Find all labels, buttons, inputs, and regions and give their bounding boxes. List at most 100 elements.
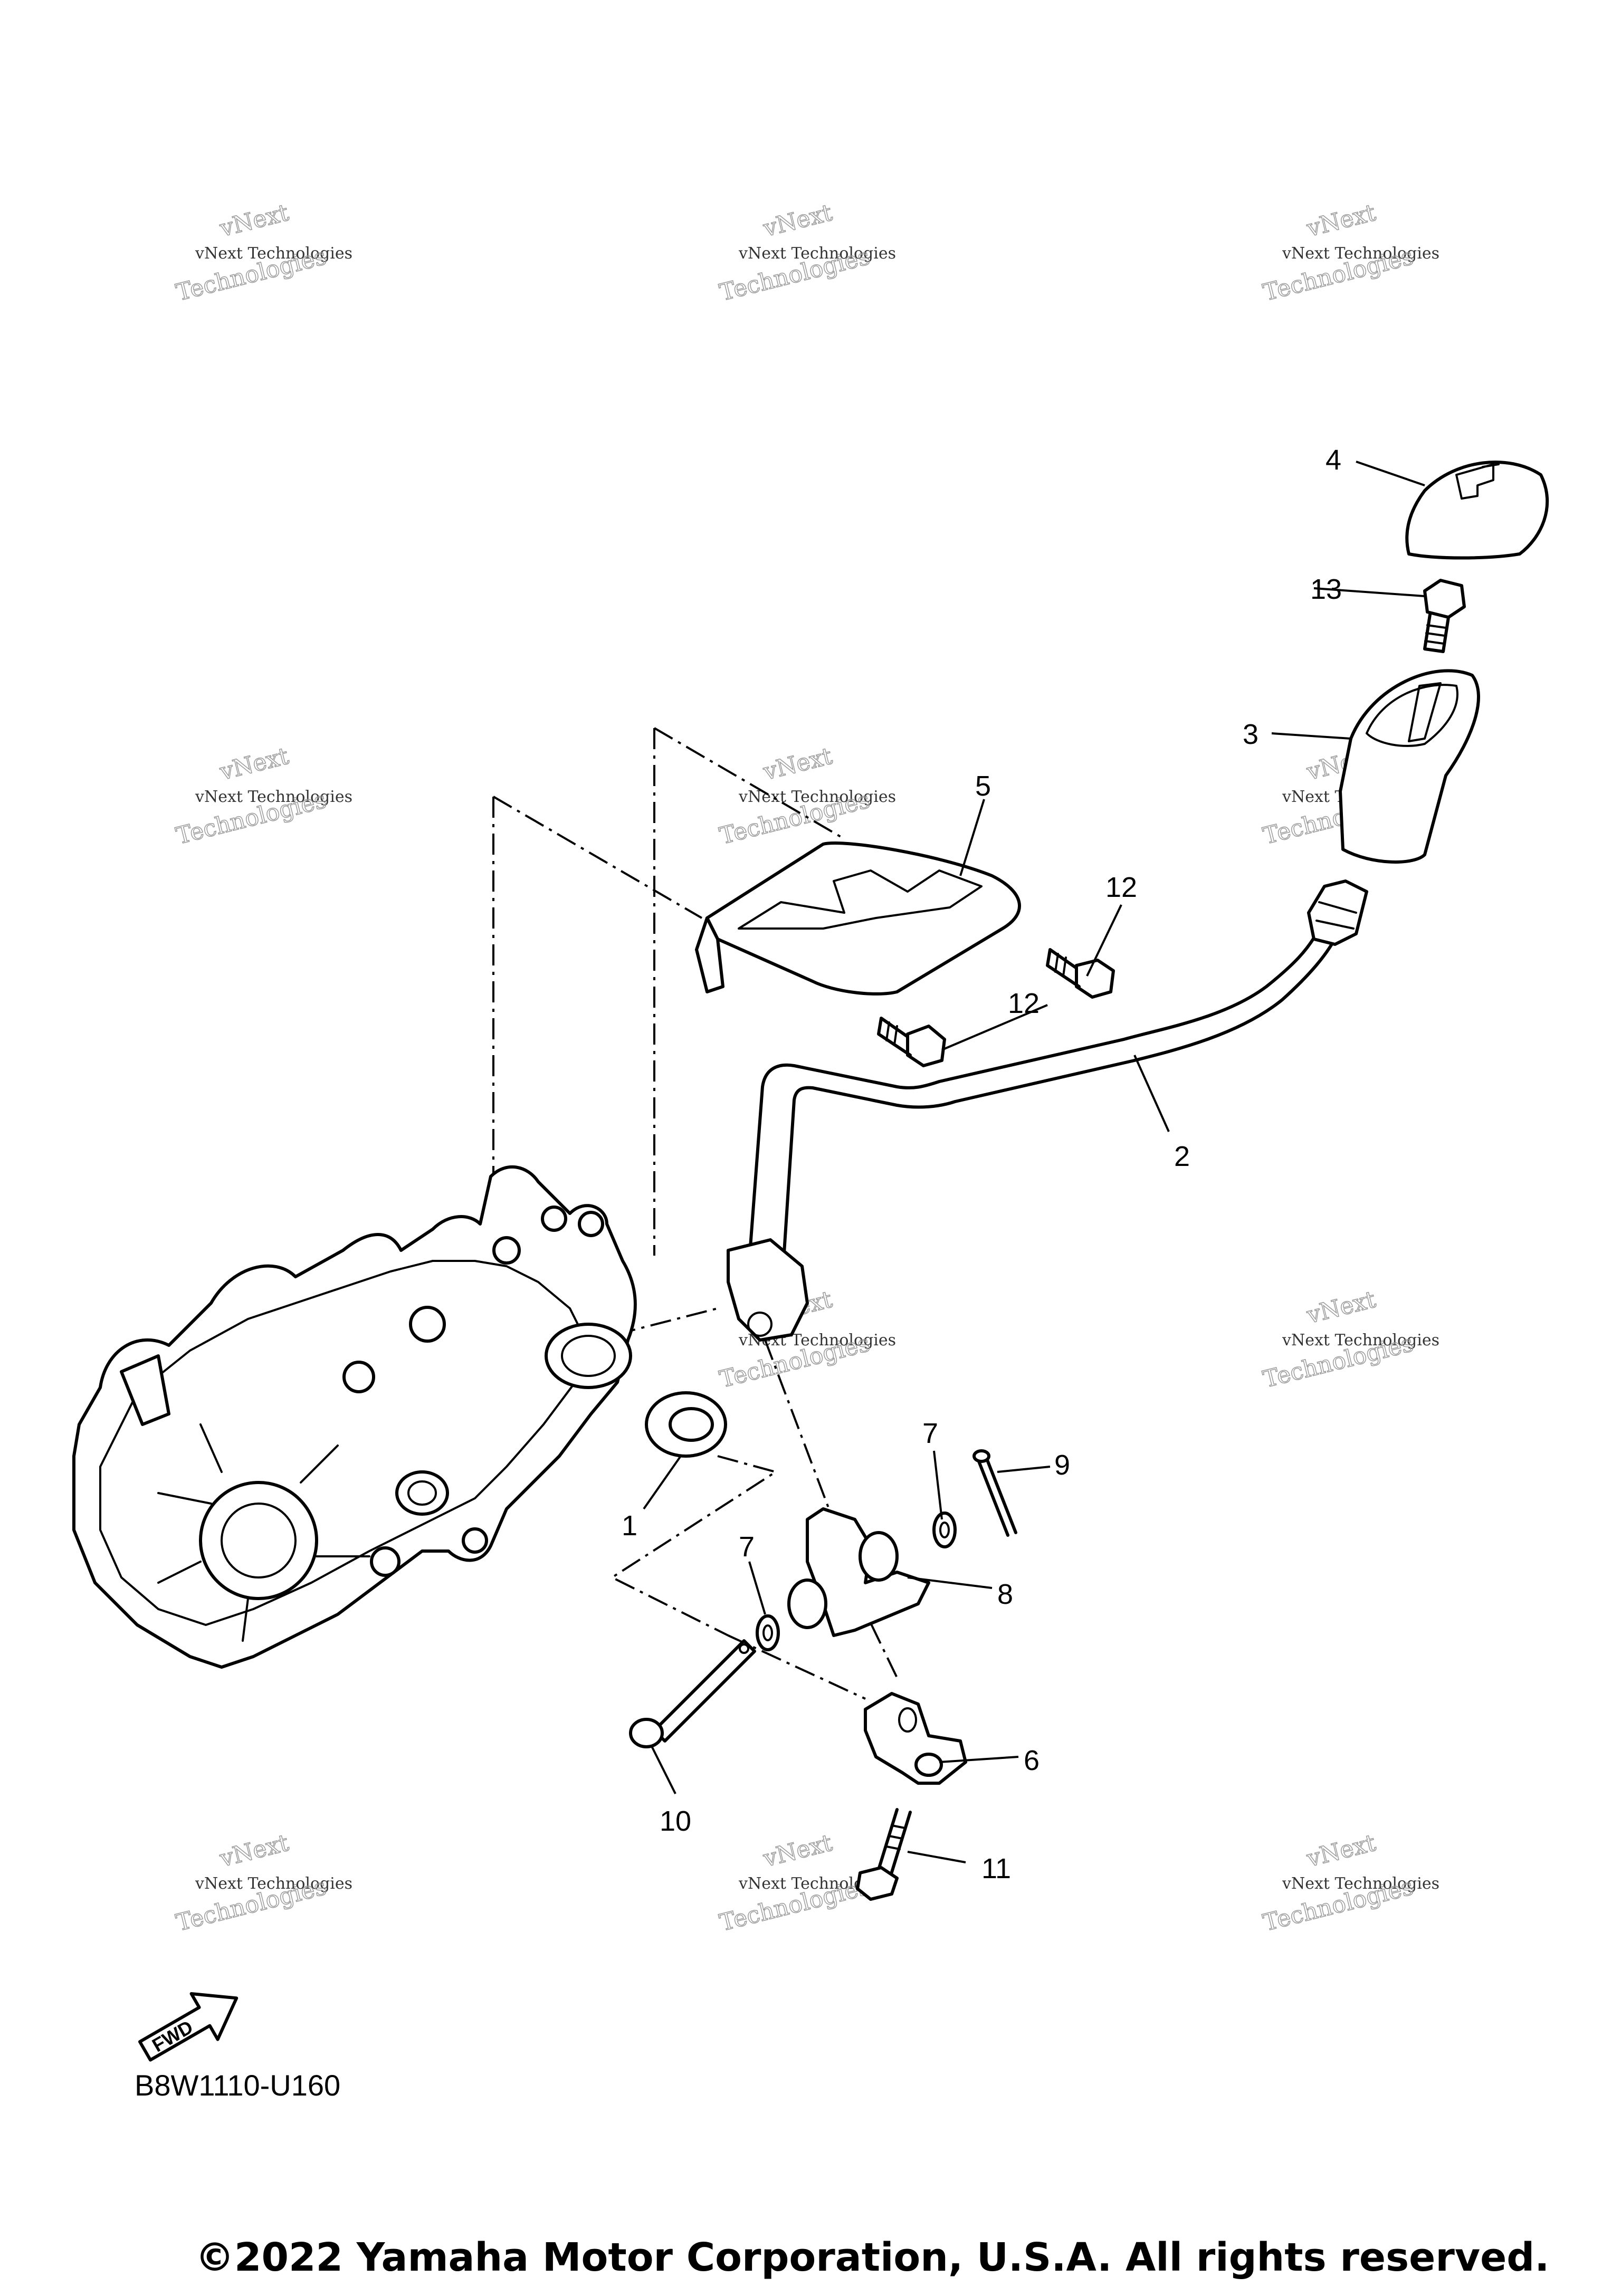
watermark-text: vNext (760, 743, 835, 786)
shaft-hole (561, 1335, 616, 1377)
watermark-text: vNext Technologies (738, 244, 896, 263)
shift-rod-clevis-hole (747, 1312, 773, 1337)
clevis-pin-head (629, 1718, 664, 1748)
watermark: vNext vNext Technologies Technologies (173, 199, 352, 307)
diagram-code: B8W1110-U160 (135, 2069, 341, 2102)
flange-bolt (1046, 948, 1115, 999)
callout-13: 13 (1310, 573, 1342, 605)
watermark-text: vNext Technologies (195, 788, 352, 806)
watermark-text: vNext (760, 199, 835, 243)
copyright-notice: ©2022 Yamaha Motor Corporation, U.S.A. A… (195, 2235, 1550, 2280)
shift-guide (695, 841, 1021, 996)
callout-7-b: 7 (739, 1531, 755, 1563)
watermark-text: vNext (217, 1830, 292, 1873)
assembly-lines (440, 727, 898, 1700)
callout-10: 10 (660, 1805, 691, 1837)
washer-hole (762, 1624, 773, 1641)
washer-outer (932, 1511, 957, 1548)
shaft-boss (545, 1323, 632, 1389)
callout-4: 4 (1326, 444, 1341, 476)
crankcase-ribs (157, 1423, 370, 1642)
assembly-line (728, 1634, 866, 1700)
watermark: vNext vNext Technologies Technologies (717, 742, 896, 850)
shift-knob-body (1405, 461, 1549, 560)
watermark: vNext vNext Technologies Technologies (173, 742, 352, 850)
leader-line (907, 1851, 966, 1863)
watermark-text: vNext (1304, 199, 1379, 243)
clevis-eye (859, 1531, 899, 1582)
callout-1: 1 (622, 1510, 637, 1542)
leader-line (907, 1576, 993, 1589)
clevis-eye (787, 1578, 827, 1629)
rod-end (864, 1692, 967, 1785)
bolt-hole (370, 1546, 401, 1577)
leader-line (997, 1466, 1051, 1473)
rod-end-hole (914, 1753, 943, 1777)
watermark-text: vNext Technologies (738, 788, 896, 806)
leader-line (1086, 904, 1122, 977)
shift-knob (1405, 461, 1549, 560)
shift-rod-threads (1315, 901, 1357, 930)
watermark-text: vNext (217, 199, 292, 243)
watermark: vNext vNext Technologies Technologies (173, 1829, 352, 1937)
callout-11: 11 (981, 1853, 1011, 1884)
callout-9: 9 (1054, 1449, 1070, 1481)
leader-line (1133, 1055, 1170, 1132)
bolt-hole (462, 1527, 488, 1554)
watermark: vNext vNext Technologies Technologies (1260, 1829, 1439, 1937)
callout-8: 8 (997, 1578, 1013, 1610)
assembly-line (492, 796, 703, 919)
assembly-line (609, 1455, 778, 1637)
crankcase-cover-inner (99, 1260, 587, 1626)
crankcase-hub-inner (221, 1503, 297, 1578)
leader-line (643, 1455, 682, 1510)
crankcase-hub (199, 1481, 318, 1600)
watermark-text: vNext Technologies (195, 1874, 352, 1893)
knob-bolt-shank (1423, 613, 1450, 653)
watermark: vNext vNext Technologies Technologies (717, 199, 896, 307)
callouts: 1 2 3 4 5 6 7 7 8 9 10 11 12 12 13 (622, 444, 1342, 1884)
washer-hole (939, 1522, 950, 1538)
rod-end-eye (898, 1707, 917, 1733)
knob-bolt (1423, 579, 1466, 653)
callout-3: 3 (1243, 719, 1258, 750)
bolt-hole (578, 1211, 604, 1237)
clevis-pin (629, 1639, 756, 1748)
flange-bolt-shank (877, 1017, 912, 1057)
callout-6: 6 (1024, 1745, 1040, 1776)
clevis-pin-hole (739, 1643, 749, 1654)
rod-end-bolt (856, 1808, 912, 1901)
oil-seal-inner (669, 1407, 714, 1442)
rod-end-bolt-threads (885, 1824, 906, 1850)
washer-outer (756, 1614, 780, 1651)
cotter-pin-legs (977, 1457, 1017, 1537)
assembly-line (764, 1340, 856, 1578)
flange-bolt (877, 1017, 946, 1067)
watermark-text: vNext (1304, 1286, 1379, 1329)
shift-guide-lip (695, 916, 724, 993)
boss-hole (407, 1480, 437, 1506)
washer (932, 1511, 957, 1548)
fwd-badge: FWD (138, 1992, 239, 2062)
shift-rod (727, 879, 1368, 1342)
cotter-pin-head (972, 1449, 990, 1463)
watermark-text: vNext (1304, 1830, 1379, 1873)
watermark-text: vNext Technologies (1282, 244, 1439, 263)
bolt-hole (409, 1306, 446, 1343)
shift-rod-fitting (1307, 879, 1368, 946)
leader-line (748, 1561, 766, 1615)
watermark: vNext vNext Technologies Technologies (1260, 1286, 1439, 1394)
leader-line (939, 1756, 1019, 1763)
callout-2: 2 (1174, 1141, 1190, 1172)
shift-guide-plate (705, 841, 1021, 996)
shift-rod-clevis (727, 1238, 809, 1342)
callout-5: 5 (975, 770, 991, 802)
bolt-hole (492, 1236, 521, 1265)
bolt-hole (541, 1206, 567, 1232)
knob-bolt-head (1423, 579, 1466, 619)
leader-line (651, 1746, 676, 1794)
cotter-pin (972, 1449, 1017, 1537)
rod-end-bolt-head (856, 1866, 899, 1901)
callout-12: 12 (1105, 872, 1137, 903)
